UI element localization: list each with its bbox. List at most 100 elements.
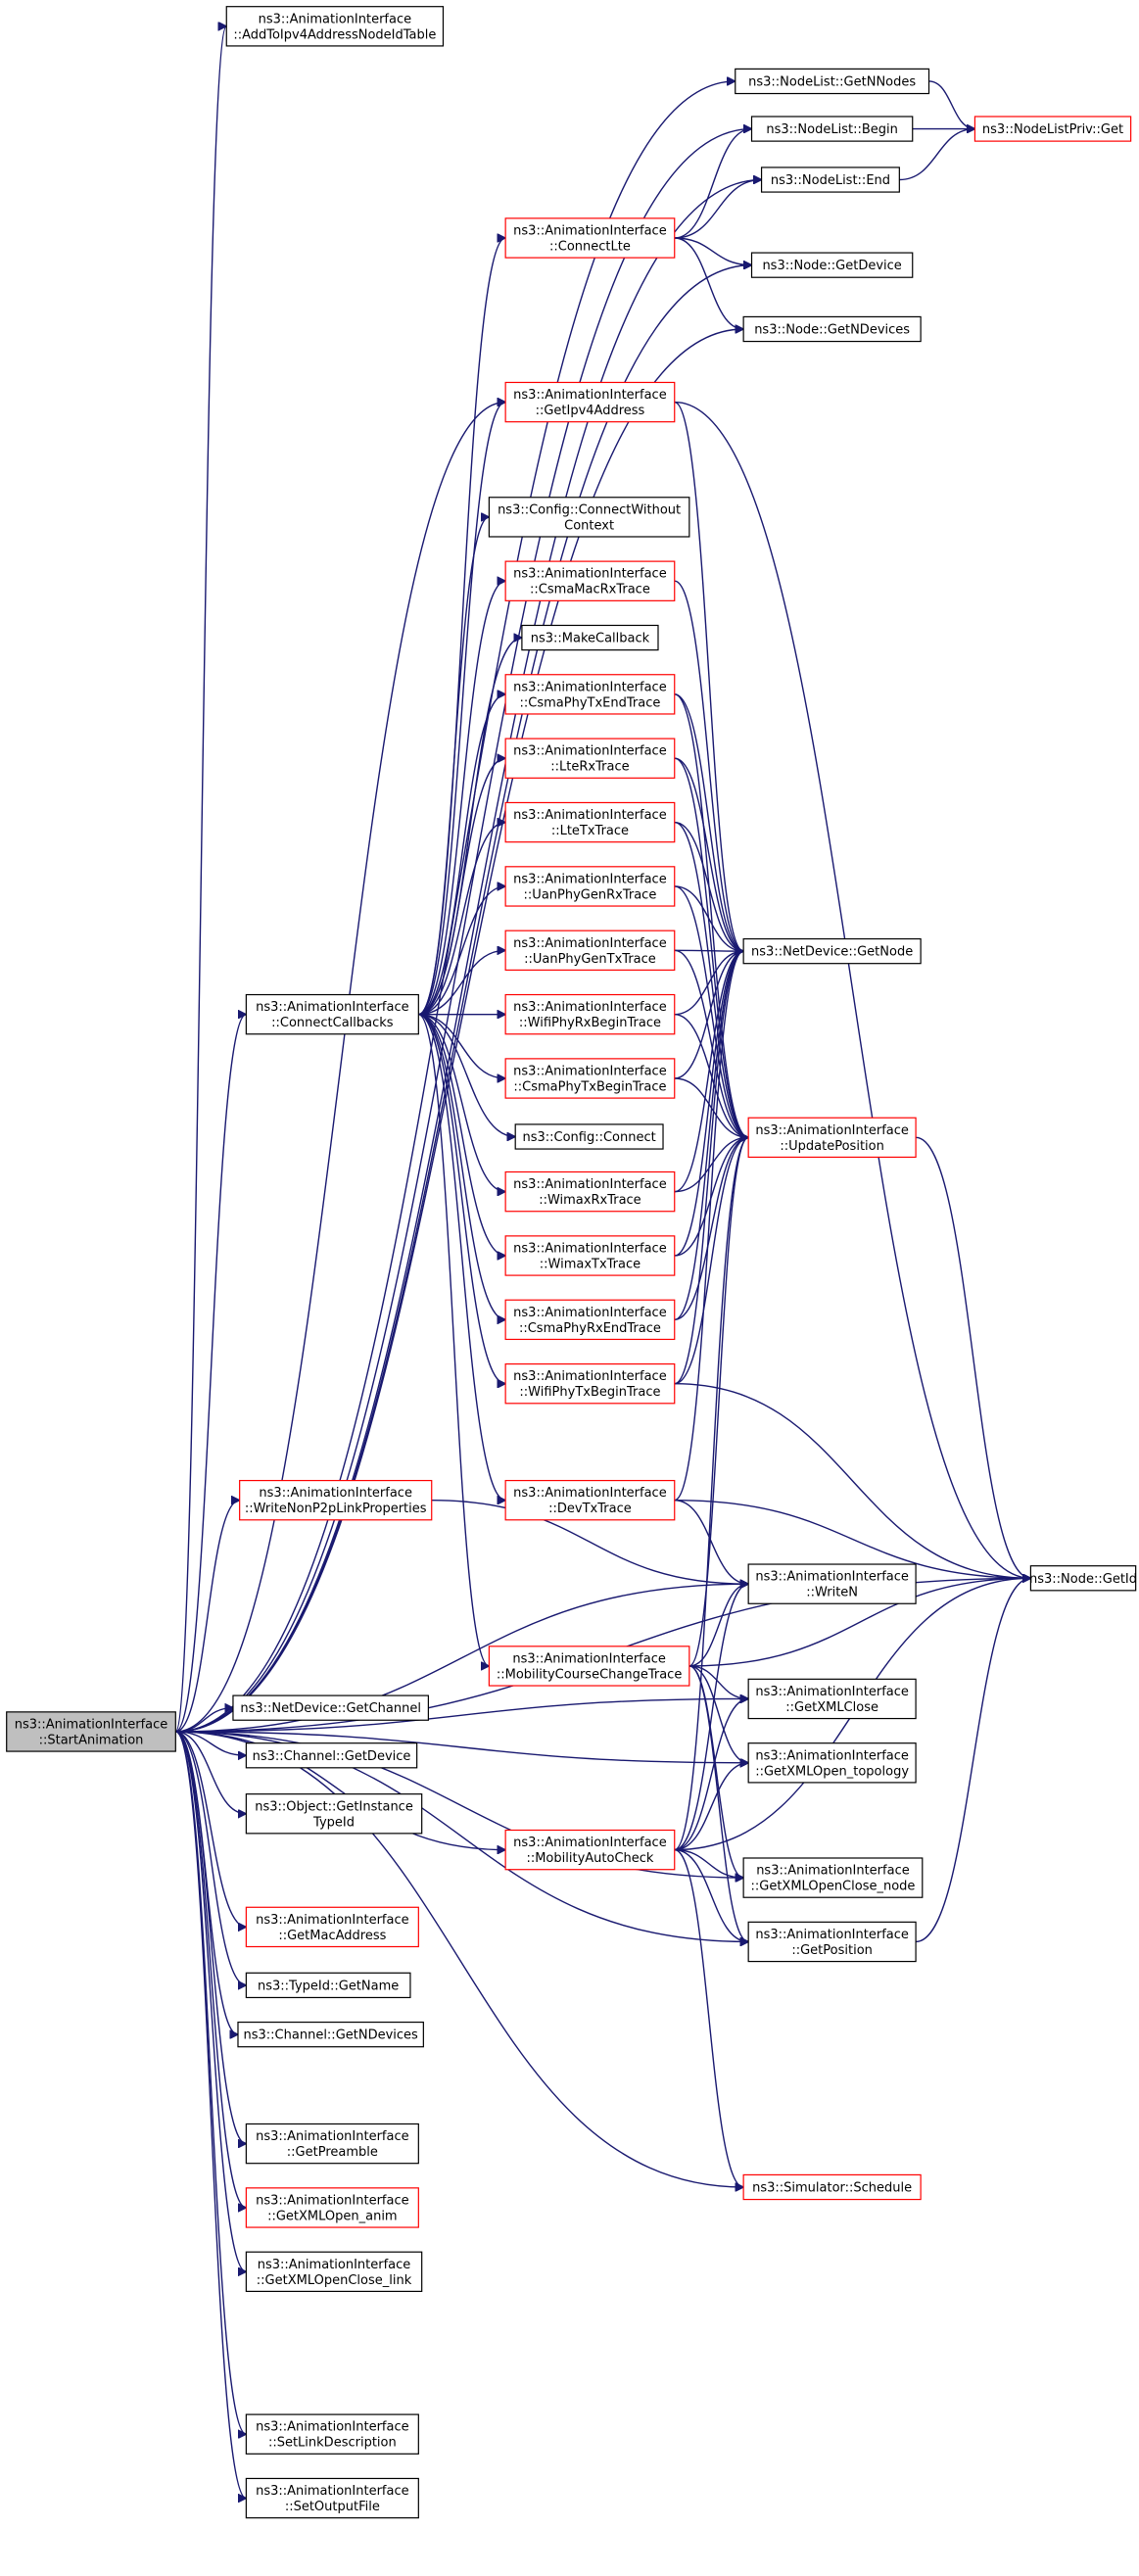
node-label: ns3::AnimationInterface bbox=[755, 1685, 909, 1699]
node-box bbox=[504, 1362, 676, 1405]
node-CsmaPhyTxEndTrace[interactable]: ns3::AnimationInterface::CsmaPhyTxEndTra… bbox=[504, 674, 676, 715]
node-MakeCallback[interactable]: ns3::MakeCallback bbox=[521, 624, 659, 651]
node-label: ns3::AnimationInterface bbox=[513, 567, 667, 582]
node-label: ::GetXMLOpenClose_node bbox=[751, 1880, 916, 1894]
node-ChannelGetDevice[interactable]: ns3::Channel::GetDevice bbox=[245, 1742, 418, 1769]
node-label: ::UanPhyGenRxTrace bbox=[524, 887, 657, 902]
edge-ConnectCallbacks-to-LteRxTrace bbox=[418, 758, 505, 1016]
node-NetDeviceGetNode[interactable]: ns3::NetDevice::GetNode bbox=[742, 937, 922, 965]
node-label: ::WifiPhyTxBeginTrace bbox=[519, 1385, 660, 1400]
node-box bbox=[245, 1906, 419, 1948]
node-label: ns3::AnimationInterface bbox=[513, 1486, 667, 1501]
node-CsmaPhyRxEndTrace[interactable]: ns3::AnimationInterface::CsmaPhyRxEndTra… bbox=[504, 1299, 676, 1341]
node-LteRxTrace[interactable]: ns3::AnimationInterface::LteRxTrace bbox=[504, 738, 676, 779]
edge-CsmaPhyTxEndTrace-to-UpdatePosition bbox=[674, 693, 748, 1137]
node-NodeListPrivGet[interactable]: ns3::NodeListPriv::Get bbox=[973, 116, 1132, 142]
edge-StartAnimation-to-GetXMLOpenAnim bbox=[175, 1731, 246, 2208]
edge-ConnectCallbacks-to-ConfigConnect bbox=[418, 1013, 515, 1137]
node-CsmaMacRxTrace[interactable]: ns3::AnimationInterface::CsmaMacRxTrace bbox=[504, 560, 676, 601]
node-NetDeviceGetChannel[interactable]: ns3::NetDevice::GetChannel bbox=[232, 1694, 429, 1721]
node-label: ::SetLinkDescription bbox=[268, 2436, 397, 2451]
node-GetPosition[interactable]: ns3::AnimationInterface::GetPosition bbox=[747, 1921, 917, 1963]
node-label: ns3::AnimationInterface bbox=[258, 2258, 411, 2272]
node-label: ns3::Node::GetNDevices bbox=[754, 322, 910, 337]
node-ChannelGetNDevices[interactable]: ns3::Channel::GetNDevices bbox=[237, 2021, 424, 2048]
edge-MobilityAutoCheck-to-WriteN bbox=[674, 1584, 748, 1851]
node-AddToIpv4[interactable]: ns3::AnimationInterface::AddToIpv4Addres… bbox=[225, 6, 445, 47]
node-box bbox=[504, 1479, 676, 1521]
node-label: ns3::AnimationInterface bbox=[256, 1000, 409, 1015]
node-label: ns3::AnimationInterface bbox=[755, 1570, 909, 1585]
node-WifiPhyRxBeginTrace[interactable]: ns3::AnimationInterface::WifiPhyRxBeginT… bbox=[504, 993, 676, 1035]
node-GetXMLClose[interactable]: ns3::AnimationInterface::GetXMLClose bbox=[747, 1678, 917, 1720]
node-NodeGetDevice[interactable]: ns3::Node::GetDevice bbox=[750, 252, 914, 278]
node-NodeGetNDevices[interactable]: ns3::Node::GetNDevices bbox=[742, 315, 922, 343]
node-box bbox=[504, 1058, 676, 1099]
node-box bbox=[245, 2413, 419, 2455]
node-ConnectLte[interactable]: ns3::AnimationInterface::ConnectLte bbox=[504, 217, 676, 259]
node-NodeGetId[interactable]: ns3::Node::GetId bbox=[1029, 1565, 1137, 1592]
node-label: ns3::AnimationInterface bbox=[513, 1369, 667, 1384]
node-label: ns3::AnimationInterface bbox=[513, 1177, 667, 1192]
node-WimaxTxTrace[interactable]: ns3::AnimationInterface::WimaxTxTrace bbox=[504, 1235, 676, 1276]
node-DevTxTrace[interactable]: ns3::AnimationInterface::DevTxTrace bbox=[504, 1479, 676, 1521]
edge-ConnectCallbacks-to-WimaxRxTrace bbox=[418, 1013, 505, 1192]
node-box bbox=[735, 68, 930, 95]
edge-DevTxTrace-to-NodeGetId bbox=[674, 1499, 1031, 1579]
edge-StartAnimation-to-NetDeviceGetChannel bbox=[175, 1708, 233, 1733]
node-MobilityAutoCheck[interactable]: ns3::AnimationInterface::MobilityAutoChe… bbox=[504, 1829, 676, 1871]
node-label: ::WifiPhyRxBeginTrace bbox=[519, 1016, 661, 1030]
node-UanPhyGenTxTrace[interactable]: ns3::AnimationInterface::UanPhyGenTxTrac… bbox=[504, 930, 676, 971]
node-NodeListGetNNodes[interactable]: ns3::NodeList::GetNNodes bbox=[735, 68, 930, 95]
node-GetPreamble[interactable]: ns3::AnimationInterface::GetPreamble bbox=[245, 2123, 419, 2165]
node-box bbox=[742, 2173, 922, 2201]
edge-CsmaMacRxTrace-to-NetDeviceGetNode bbox=[674, 580, 743, 951]
edge-ConnectCallbacks-to-CsmaPhyTxBeginTrace bbox=[418, 1013, 505, 1078]
edge-StartAnimation-to-SetOutputFile bbox=[174, 1731, 246, 2499]
edge-ConnectCallbacks-to-WifiPhyTxBeginTrace bbox=[418, 1013, 505, 1384]
node-ConfigConnect[interactable]: ns3::Config::Connect bbox=[514, 1123, 664, 1150]
node-SimulatorSchedule[interactable]: ns3::Simulator::Schedule bbox=[742, 2173, 922, 2201]
node-GetXMLOpenAnim[interactable]: ns3::AnimationInterface::GetXMLOpen_anim bbox=[245, 2187, 419, 2228]
edge-GetIpv4Address-to-NodeGetId bbox=[674, 401, 1031, 1579]
node-label: TypeId bbox=[312, 1815, 355, 1830]
node-SetOutputFile[interactable]: ns3::AnimationInterface::SetOutputFile bbox=[245, 2477, 419, 2519]
node-label: ns3::NodeList::Begin bbox=[766, 122, 897, 137]
node-GetIpv4Address[interactable]: ns3::AnimationInterface::GetIpv4Address bbox=[504, 381, 676, 423]
node-GetXMLOpenTopology[interactable]: ns3::AnimationInterface::GetXMLOpen_topo… bbox=[747, 1742, 917, 1784]
node-label: ns3::AnimationInterface bbox=[755, 1123, 909, 1138]
node-WriteNonP2p[interactable]: ns3::AnimationInterface::WriteNonP2pLink… bbox=[239, 1479, 433, 1521]
node-WriteN[interactable]: ns3::AnimationInterface::WriteN bbox=[747, 1563, 917, 1604]
node-NodeListBegin[interactable]: ns3::NodeList::Begin bbox=[750, 116, 914, 142]
node-label: Context bbox=[564, 518, 614, 533]
node-SetLinkDescription[interactable]: ns3::AnimationInterface::SetLinkDescript… bbox=[245, 2413, 419, 2455]
edge-MobilityAutoCheck-to-GetPosition bbox=[674, 1848, 748, 1942]
node-CsmaPhyTxBeginTrace[interactable]: ns3::AnimationInterface::CsmaPhyTxBeginT… bbox=[504, 1058, 676, 1099]
node-LteTxTrace[interactable]: ns3::AnimationInterface::LteTxTrace bbox=[504, 801, 676, 843]
node-GetXMLOpenCloseNode[interactable]: ns3::AnimationInterface::GetXMLOpenClose… bbox=[742, 1857, 924, 1898]
node-label: ns3::AnimationInterface bbox=[513, 1836, 667, 1850]
node-NodeListEnd[interactable]: ns3::NodeList::End bbox=[760, 167, 900, 193]
edge-MobilityAutoCheck-to-GetXMLClose bbox=[674, 1698, 748, 1851]
node-GetXMLOpenCloseLink[interactable]: ns3::AnimationInterface::GetXMLOpenClose… bbox=[245, 2251, 423, 2293]
edge-StartAnimation-to-AddToIpv4 bbox=[174, 26, 226, 1733]
node-GetMacAddress[interactable]: ns3::AnimationInterface::GetMacAddress bbox=[245, 1906, 419, 1948]
edge-ConnectCallbacks-to-CsmaMacRxTrace bbox=[418, 581, 505, 1016]
edge-WriteNonP2p-to-WriteN bbox=[431, 1499, 748, 1584]
node-box bbox=[237, 2021, 424, 2048]
edge-ConnectCallbacks-to-UanPhyGenRxTrace bbox=[418, 886, 505, 1016]
node-label: ::GetPosition bbox=[791, 1943, 873, 1958]
node-label: ns3::AnimationInterface bbox=[513, 223, 667, 238]
node-box bbox=[504, 1235, 676, 1276]
node-label: ns3::MakeCallback bbox=[531, 632, 650, 646]
node-MobilityCourseChangeTrace[interactable]: ns3::AnimationInterface::MobilityCourseC… bbox=[488, 1646, 690, 1687]
node-UanPhyGenRxTrace[interactable]: ns3::AnimationInterface::UanPhyGenRxTrac… bbox=[504, 866, 676, 907]
node-ConnectCallbacks[interactable]: ns3::AnimationInterface::ConnectCallback… bbox=[245, 993, 419, 1035]
node-WifiPhyTxBeginTrace[interactable]: ns3::AnimationInterface::WifiPhyTxBeginT… bbox=[504, 1362, 676, 1405]
node-TypeIdGetName[interactable]: ns3::TypeId::GetName bbox=[245, 1972, 411, 1999]
node-UpdatePosition[interactable]: ns3::AnimationInterface::UpdatePosition bbox=[747, 1117, 917, 1159]
node-StartAnimation[interactable]: ns3::AnimationInterface::StartAnimation bbox=[6, 1711, 176, 1752]
node-WimaxRxTrace[interactable]: ns3::AnimationInterface::WimaxRxTrace bbox=[504, 1170, 676, 1213]
